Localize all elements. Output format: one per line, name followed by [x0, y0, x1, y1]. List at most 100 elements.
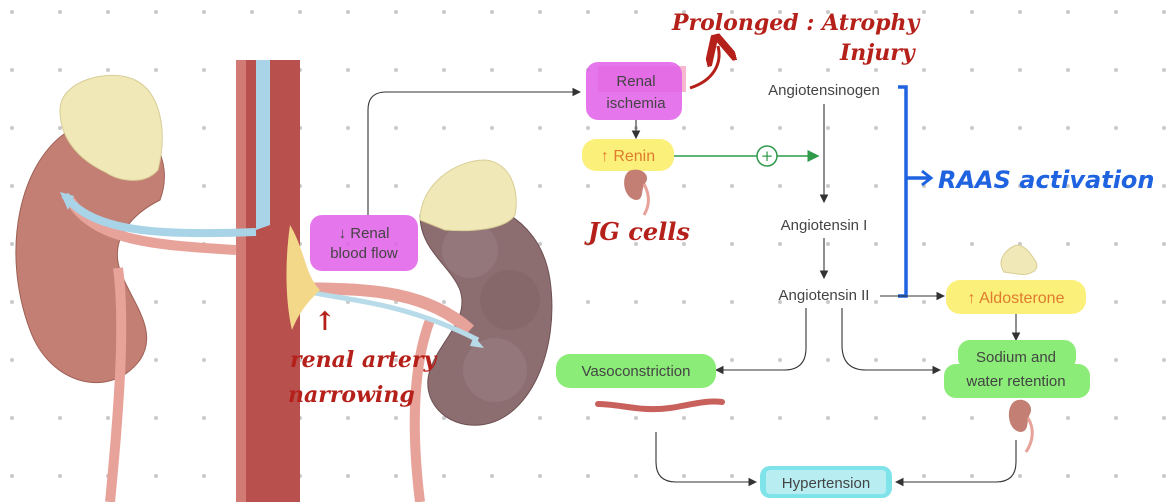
- renal-ischemia-label-1: Renal: [616, 73, 655, 90]
- grid-dot: [874, 126, 878, 130]
- right-adrenal-gland: [419, 159, 517, 232]
- grid-dot: [10, 416, 14, 420]
- grid-dot: [874, 416, 878, 420]
- grid-dot: [682, 126, 686, 130]
- left-kidney: [15, 117, 165, 383]
- grid-dot: [1066, 242, 1070, 246]
- grid-dot: [10, 68, 14, 72]
- renal-ischemia-node: Renal ischemia: [586, 62, 686, 120]
- grid-dot: [874, 358, 878, 362]
- grid-dot: [58, 126, 62, 130]
- grid-dot: [154, 358, 158, 362]
- grid-dot: [154, 10, 158, 14]
- left-adrenal-gland: [59, 74, 163, 181]
- grid-dot: [154, 416, 158, 420]
- renal-ischemia-label-2: ischemia: [606, 95, 666, 112]
- grid-dot: [634, 242, 638, 246]
- grid-dot: [778, 416, 782, 420]
- grid-dot: [538, 126, 542, 130]
- grid-dot: [970, 126, 974, 130]
- renal-artery-annotation-line1: renal artery: [290, 347, 438, 373]
- grid-dot: [1066, 474, 1070, 478]
- grid-dot: [58, 10, 62, 14]
- grid-dot: [730, 10, 734, 14]
- grid-dot: [778, 184, 782, 188]
- grid-dot: [826, 126, 830, 130]
- grid-dot: [490, 474, 494, 478]
- ang2-to-sodium-arrow: [841, 308, 942, 375]
- angiotensin-2-label: Angiotensin II: [779, 287, 870, 304]
- grid-dot: [586, 242, 590, 246]
- vena-cava: [256, 60, 270, 230]
- hypertension-label: Hypertension: [782, 475, 870, 492]
- grid-dot: [394, 474, 398, 478]
- constricted-vessel-icon: [595, 398, 725, 413]
- grid-dot: [1162, 474, 1166, 478]
- grid-dot: [10, 300, 14, 304]
- grid-dot: [1114, 358, 1118, 362]
- grid-dot: [58, 68, 62, 72]
- grid-dot: [154, 68, 158, 72]
- grid-dot: [58, 416, 62, 420]
- grid-dot: [970, 474, 974, 478]
- grid-dot: [1162, 300, 1166, 304]
- grid-dot: [1162, 10, 1166, 14]
- grid-dot: [394, 358, 398, 362]
- grid-dot: [922, 358, 926, 362]
- raas-bracket: [898, 85, 934, 298]
- grid-dot: [442, 126, 446, 130]
- grid-dot: [394, 416, 398, 420]
- grid-dot: [634, 10, 638, 14]
- grid-dot: [922, 10, 926, 14]
- grid-dot: [730, 358, 734, 362]
- grid-dot: [922, 474, 926, 478]
- grid-dot: [298, 10, 302, 14]
- grid-dot: [1162, 126, 1166, 130]
- grid-dot: [1066, 416, 1070, 420]
- grid-dot: [1018, 184, 1022, 188]
- grid-dot: [106, 68, 110, 72]
- flow-to-ischemia-arrow: [367, 87, 582, 215]
- grid-dot: [1066, 10, 1070, 14]
- grid-dot: [826, 300, 830, 304]
- renal-blood-flow-label-1: ↓ Renal: [339, 225, 390, 242]
- kidney-illustration: [15, 60, 553, 502]
- grid-dot: [922, 126, 926, 130]
- grid-dot: [778, 300, 782, 304]
- grid-dot: [394, 184, 398, 188]
- grid-dot: [10, 10, 14, 14]
- grid-dot: [634, 416, 638, 420]
- grid-dot: [874, 10, 878, 14]
- sodium-kidney-icon: [1008, 399, 1034, 453]
- grid-dot: [586, 184, 590, 188]
- grid-dot: [394, 10, 398, 14]
- grid-dot: [1162, 416, 1166, 420]
- grid-dot: [154, 300, 158, 304]
- angiotensin-1-label: Angiotensin I: [781, 217, 868, 234]
- prolonged-annotation-arrow: [689, 46, 719, 90]
- grid-dot: [586, 126, 590, 130]
- grid-dot: [826, 184, 830, 188]
- grid-dot: [586, 300, 590, 304]
- grid-dot: [10, 184, 14, 188]
- grid-dot: [10, 126, 14, 130]
- grid-dot: [394, 126, 398, 130]
- grid-dot: [826, 242, 830, 246]
- grid-dot: [826, 416, 830, 420]
- grid-dot: [634, 300, 638, 304]
- aldosterone-label: ↑ Aldosterone: [968, 290, 1065, 307]
- grid-dot: [442, 68, 446, 72]
- grid-dot: [490, 126, 494, 130]
- grid-dot: [442, 300, 446, 304]
- grid-dot: [1114, 242, 1118, 246]
- grid-dot: [346, 184, 350, 188]
- grid-dot: [202, 126, 206, 130]
- aldosterone-adrenal-icon: [1000, 244, 1038, 275]
- grid-dot: [346, 474, 350, 478]
- hypertension-node: Hypertension: [760, 466, 892, 498]
- grid-dot: [394, 68, 398, 72]
- jg-cells-kidney-icon: [624, 169, 650, 216]
- grid-dot: [538, 416, 542, 420]
- grid-dot: [1114, 68, 1118, 72]
- grid-dot: [10, 242, 14, 246]
